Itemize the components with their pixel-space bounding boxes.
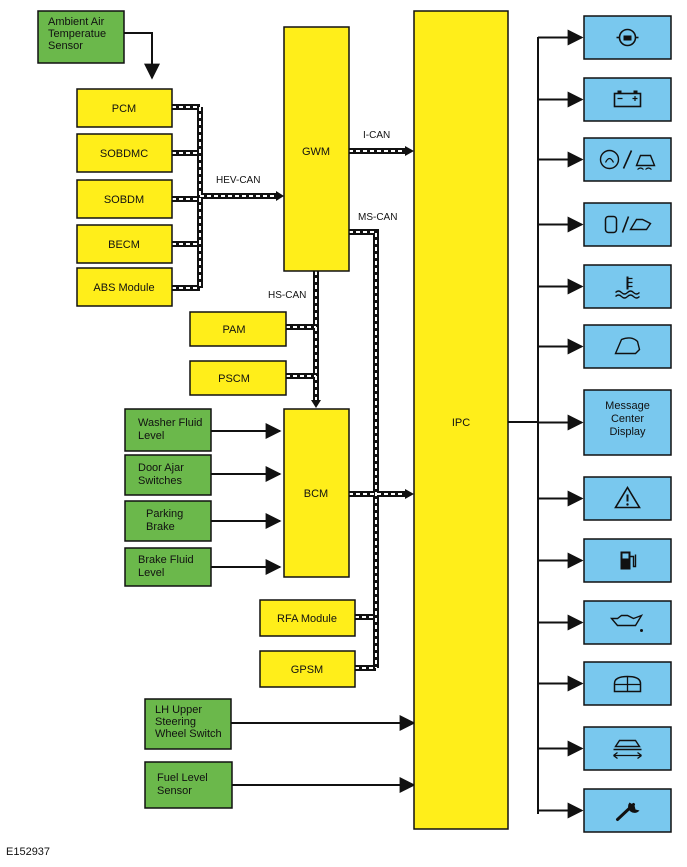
indicator-vehicle-lift-icon bbox=[583, 726, 672, 771]
pscm-label: PSCM bbox=[218, 373, 250, 385]
indicator-box bbox=[583, 77, 672, 122]
indicator-box bbox=[583, 202, 672, 247]
hs-can-label: HS-CAN bbox=[268, 290, 306, 301]
indicator-box bbox=[583, 600, 672, 645]
ipc-label: IPC bbox=[452, 417, 470, 429]
pscm-box bbox=[189, 360, 287, 396]
indicator-door-ajar-icon bbox=[583, 202, 672, 247]
traction-control-icon bbox=[599, 149, 656, 170]
bcm-label: BCM bbox=[304, 488, 328, 500]
indicator-steering-lock-icon bbox=[583, 15, 672, 60]
becm-box bbox=[76, 224, 173, 264]
indicator-coolant-temperature-icon bbox=[583, 264, 672, 309]
module-boxes bbox=[76, 10, 509, 830]
indicator-fuel-pump-icon bbox=[583, 538, 672, 583]
indicator-trunk-open-icon bbox=[583, 324, 672, 369]
washer-fluid-level-box bbox=[124, 408, 212, 452]
warning-triangle-icon bbox=[614, 485, 641, 509]
battery-icon bbox=[613, 90, 642, 108]
indicator-box bbox=[583, 389, 672, 456]
gwm-label: GWM bbox=[302, 146, 330, 158]
pcm-box bbox=[76, 88, 173, 128]
indicator-traction-control-icon bbox=[583, 137, 672, 182]
fuel-level-sensor-box bbox=[144, 761, 233, 809]
ipc-box bbox=[413, 10, 509, 830]
indicator-oil-pressure-icon bbox=[583, 600, 672, 645]
door-ajar-icon bbox=[604, 215, 652, 234]
i-can-label: I-CAN bbox=[363, 130, 390, 141]
fuel-pump-icon bbox=[620, 551, 637, 570]
oil-pressure-icon bbox=[609, 614, 644, 632]
indicator-wrench-icon bbox=[583, 788, 672, 833]
bcm-box bbox=[283, 408, 350, 578]
module-labels: PCM SOBDMC SOBDM BECM ABS Module GWM PAM… bbox=[93, 103, 470, 676]
indicator-warning-triangle-icon bbox=[583, 476, 672, 521]
abs-module-box bbox=[76, 267, 173, 307]
input-boxes bbox=[37, 10, 233, 809]
indicator-seatbelt-icon bbox=[583, 661, 672, 706]
sobdmc-box bbox=[76, 133, 173, 173]
pam-box bbox=[189, 311, 287, 347]
door-ajar-switches-box bbox=[124, 454, 212, 496]
seatbelt-icon bbox=[613, 675, 642, 693]
brake-fluid-level-box bbox=[124, 547, 212, 587]
sobdm-label: SOBDM bbox=[104, 194, 144, 206]
pam-label: PAM bbox=[222, 324, 245, 336]
indicator-box bbox=[583, 324, 672, 369]
hev-can-label: HEV-CAN bbox=[216, 175, 260, 186]
sobdm-box bbox=[76, 179, 173, 219]
pcm-label: PCM bbox=[112, 103, 136, 115]
rfa-module-label: RFA Module bbox=[277, 613, 337, 625]
steering-lock-icon bbox=[616, 28, 639, 47]
vehicle-lift-icon bbox=[613, 739, 642, 760]
becm-label: BECM bbox=[108, 239, 140, 251]
can-bus-lines bbox=[172, 104, 414, 671]
trunk-open-icon bbox=[614, 337, 641, 355]
ipc-output-lines bbox=[538, 29, 584, 819]
gpsm-label: GPSM bbox=[291, 664, 323, 676]
figure-id: E152937 bbox=[6, 846, 51, 858]
ms-can-label: MS-CAN bbox=[358, 212, 397, 223]
abs-module-label: ABS Module bbox=[93, 282, 154, 294]
rfa-module-box bbox=[259, 599, 356, 637]
parking-brake-box bbox=[124, 500, 212, 542]
gpsm-box bbox=[259, 650, 356, 688]
indicator-battery-icon bbox=[583, 77, 672, 122]
indicator-box bbox=[583, 726, 672, 771]
wrench-icon bbox=[616, 802, 640, 821]
ambient-air-temperature-sensor-box bbox=[37, 10, 125, 64]
sobdmc-label: SOBDMC bbox=[100, 148, 148, 160]
coolant-temperature-icon bbox=[615, 276, 640, 299]
lh-upper-steering-wheel-switch-box bbox=[144, 698, 232, 750]
gwm-box bbox=[283, 26, 350, 272]
